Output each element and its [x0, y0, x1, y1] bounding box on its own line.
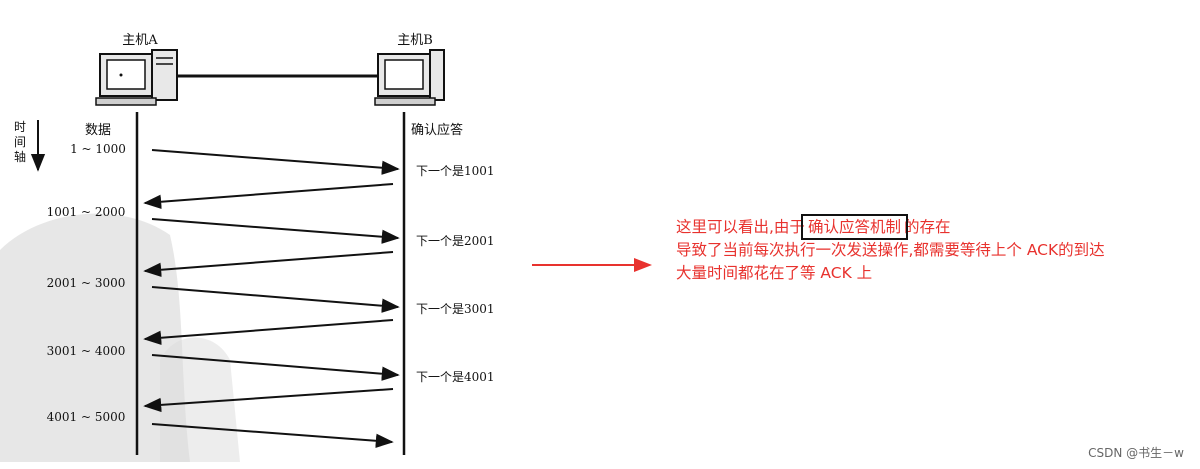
data-segment-arrow-5: [151, 423, 394, 448]
host-b-computer-icon: [374, 49, 445, 106]
time-axis-label-2: 间: [14, 135, 26, 149]
ack-label-4: 下一个是4001: [416, 370, 495, 384]
watermark: CSDN @书生－w: [1088, 446, 1184, 460]
data-segment-arrow-2: [151, 218, 400, 244]
data-segment-label-5: 4001 ~ 5000: [47, 410, 126, 424]
data-segment-label-1: 1 ~ 1000: [70, 142, 126, 156]
background-stone-texture-2: [160, 337, 240, 462]
data-header: 数据: [85, 123, 111, 138]
ack-arrow-1: [143, 183, 394, 209]
annotation-line-3: 大量时间都花在了等 ACK 上: [676, 264, 873, 282]
annotation-line-1-prefix: 这里可以看出,由于: [676, 218, 805, 236]
background-stone-texture: [0, 213, 190, 462]
pointer-arrow: [532, 258, 652, 272]
time-axis-label-1: 时: [14, 120, 26, 134]
data-segment-label-3: 2001 ~ 3000: [47, 276, 126, 290]
host-a-label: 主机A: [122, 33, 158, 48]
ack-label-2: 下一个是2001: [416, 234, 495, 248]
host-a-computer-icon: [95, 49, 178, 106]
annotation-line-1: 这里可以看出,由于确认应答机制的存在: [676, 214, 1105, 240]
ack-arrow-3: [143, 319, 394, 345]
ack-header: 确认应答: [411, 122, 463, 138]
time-axis-label-3: 轴: [14, 149, 26, 164]
data-segment-arrow-4: [151, 354, 400, 381]
data-segment-arrow-3: [151, 286, 400, 313]
ack-label-1: 下一个是1001: [416, 164, 495, 178]
ack-arrow-2: [143, 251, 394, 277]
ack-arrow-4: [143, 388, 394, 413]
data-segment-arrow-1: [151, 149, 400, 175]
data-segment-label-2: 1001 ~ 2000: [47, 205, 126, 219]
ack-label-3: 下一个是3001: [416, 302, 495, 316]
annotation-highlight-box: 确认应答机制: [800, 214, 908, 240]
host-b-label: 主机B: [397, 33, 433, 48]
tcp-ack-sequence-diagram: 主机A 主机B 时 间 轴 数据 确认应答 1 ~ 1000 1001 ~ 20…: [0, 33, 495, 462]
annotation-note: 这里可以看出,由于确认应答机制的存在 导致了当前每次执行一次发送操作,都需要等待…: [676, 214, 1105, 285]
annotation-line-1-suffix: 的存在: [903, 218, 951, 236]
data-segment-label-4: 3001 ~ 4000: [47, 344, 126, 358]
annotation-line-2: 导致了当前每次执行一次发送操作,都需要等待上个 ACK的到达: [676, 241, 1105, 259]
